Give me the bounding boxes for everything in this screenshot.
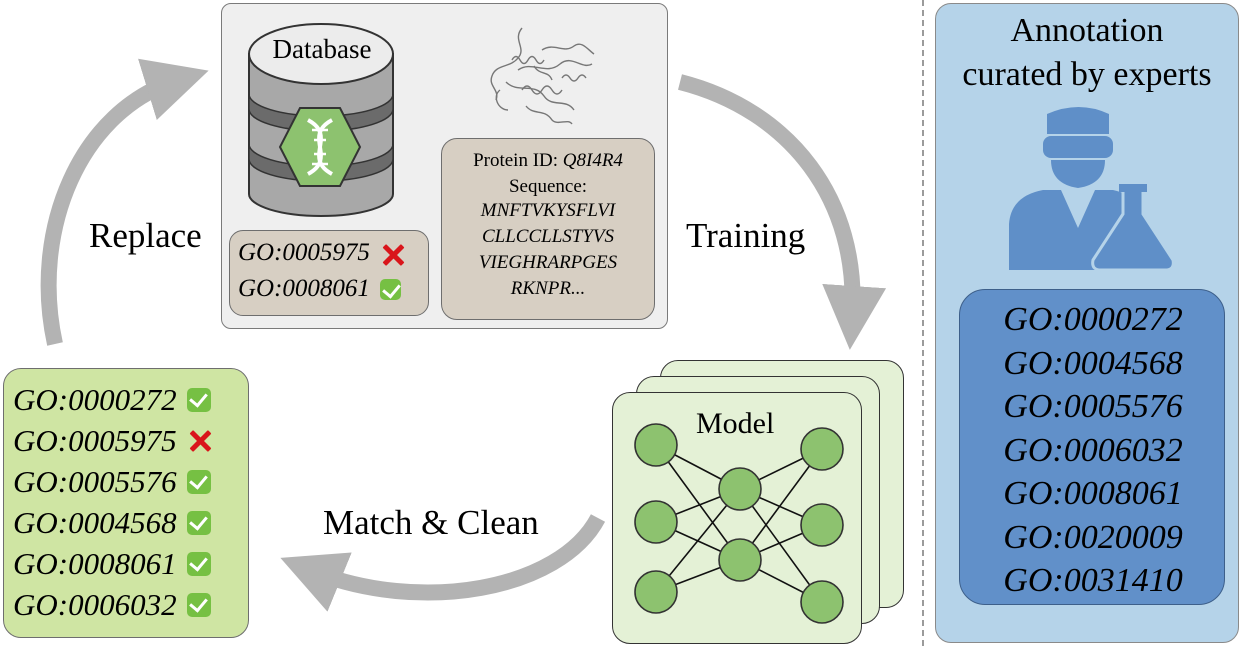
separator-line: [922, 0, 924, 646]
protein-structure-icon: [490, 27, 595, 125]
list-item: GO:0005576: [13, 461, 213, 502]
replace-arrow: [40, 58, 209, 346]
protein-info-box: Protein ID: Q8I4R4 Sequence: MNFTVKYSFLV…: [441, 138, 655, 320]
sequence-line: RKNPR...: [510, 278, 586, 299]
go-term-id: GO:0004568: [13, 504, 177, 540]
go-term-id: GO:0008061: [13, 545, 177, 581]
dna-icon: [278, 107, 362, 187]
protein-id-line: Protein ID: Q8I4R4: [442, 150, 654, 172]
expert-title-line2: curated by experts: [962, 56, 1212, 93]
list-item: GO:0031410: [1003, 562, 1183, 599]
database-go-item: GO:0008061: [238, 275, 401, 303]
protein-id-label: Protein ID:: [473, 150, 559, 171]
sequence-label: Sequence:: [508, 176, 588, 197]
cross-icon: [380, 242, 402, 264]
list-item: GO:0000272: [1003, 301, 1183, 338]
model-label: Model: [696, 407, 775, 440]
sequence-line: MNFTVKYSFLVI: [480, 200, 616, 221]
protein-id-value: Q8I4R4: [562, 150, 623, 171]
go-term-id: GO:0005576: [13, 463, 177, 499]
training-arrow: [678, 74, 887, 350]
database-go-box: GO:0005975 GO:0008061: [229, 230, 429, 316]
database-go-item: GO:0005975: [238, 239, 402, 267]
expert-go-list: GO:0000272 GO:0004568 GO:0005576 GO:0006…: [959, 289, 1225, 605]
check-icon: [379, 278, 401, 300]
list-item: GO:0008061: [1003, 475, 1183, 512]
database-label: Database: [272, 34, 372, 64]
cleaned-go-items: GO:0000272 GO:0005975 GO:0005576 GO:0004…: [13, 379, 213, 625]
expert-title-line1: Annotation: [1010, 12, 1164, 49]
cleaned-go-list: GO:0000272 GO:0005975 GO:0005576 GO:0004…: [3, 368, 249, 638]
check-icon: [186, 592, 211, 617]
check-icon: [186, 387, 211, 412]
list-item: GO:0006032: [13, 584, 213, 625]
list-item: GO:0004568: [1003, 344, 1183, 382]
list-item: GO:0006032: [1003, 431, 1183, 469]
training-label: Training: [686, 216, 806, 255]
sequence-line: VIEGHRARPGES: [478, 252, 618, 273]
list-item: GO:0004568: [13, 502, 213, 543]
cross-icon: [187, 428, 213, 454]
go-term-id: GO:0005975: [13, 422, 177, 458]
list-item: GO:0005975: [13, 420, 213, 461]
go-term-id: GO:0000272: [13, 381, 177, 417]
database-icon: [248, 23, 394, 217]
list-item: GO:0005576: [1003, 388, 1183, 425]
scientist-icon: [1009, 107, 1175, 272]
go-term-id: GO:0005975: [238, 239, 370, 266]
replace-label: Replace: [89, 216, 202, 255]
check-icon: [186, 469, 211, 494]
sequence-line: CLLCCLLSTYVS: [481, 226, 615, 247]
go-term-id: GO:0008061: [238, 275, 370, 302]
go-term-id: GO:0006032: [13, 586, 177, 622]
sequence-lines: MNFTVKYSFLVI CLLCCLLSTYVS VIEGHRARPGES R…: [442, 198, 654, 302]
check-icon: [186, 510, 211, 535]
check-icon: [186, 551, 211, 576]
list-item: GO:0020009: [1003, 518, 1183, 556]
list-item: GO:0008061: [13, 543, 213, 584]
match-clean-label: Match & Clean: [323, 503, 539, 542]
match-clean-arrow: [280, 513, 606, 612]
neural-network-icon: [634, 423, 844, 624]
list-item: GO:0000272: [13, 379, 213, 420]
expert-go-items: GO:0000272 GO:0004568 GO:0005576 GO:0006…: [960, 298, 1226, 603]
